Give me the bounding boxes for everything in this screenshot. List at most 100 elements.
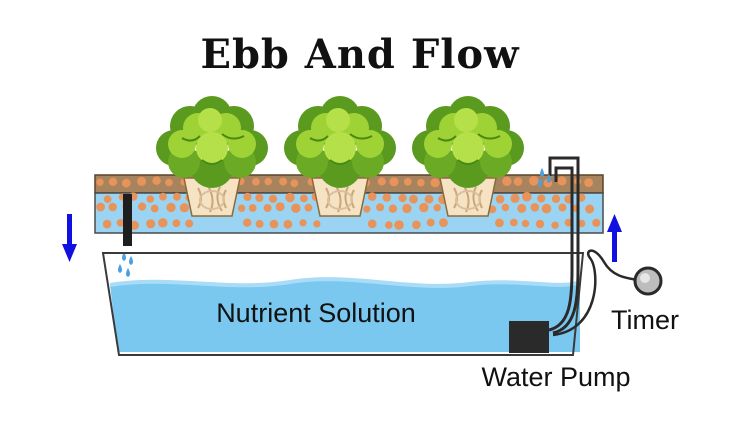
clay-pebble <box>592 218 601 227</box>
timer-icon <box>633 266 663 296</box>
clay-pebble <box>385 221 393 229</box>
clay-pebble <box>138 202 147 211</box>
clay-pebble <box>252 177 260 186</box>
clay-pebble <box>495 218 504 228</box>
clay-pebble <box>585 204 595 214</box>
clay-pebble <box>237 204 246 212</box>
nutrient-solution-label: Nutrient Solution <box>216 298 416 328</box>
clay-pebble <box>108 202 117 212</box>
clay-pebble <box>509 218 518 227</box>
clay-pebble <box>419 202 429 213</box>
clay-pebble <box>409 194 418 204</box>
clay-pebble <box>424 194 434 204</box>
clay-pebble <box>152 176 161 185</box>
clay-pebble <box>146 195 155 203</box>
clay-pebble <box>584 178 593 188</box>
clay-pebble <box>269 219 279 229</box>
clay-pebble <box>541 203 552 214</box>
clay-pebble <box>96 202 105 212</box>
clay-pebble <box>377 177 386 186</box>
clay-pebble <box>150 204 159 213</box>
clay-pebble <box>382 193 391 202</box>
clay-pebble <box>394 220 404 230</box>
water-pump-label: Water Pump <box>481 362 630 392</box>
clay-pebble <box>389 177 399 187</box>
clay-pebble <box>521 219 530 228</box>
clay-pebble <box>313 220 321 228</box>
clay-pebble <box>501 203 510 212</box>
clay-pebble <box>243 218 252 227</box>
clay-pebble <box>275 202 285 212</box>
clay-pebble <box>398 194 407 203</box>
clay-pebble <box>433 204 441 212</box>
clay-pebble <box>108 177 118 186</box>
clay-pebble <box>363 205 371 213</box>
clay-pebble <box>558 203 567 212</box>
clay-pebble <box>102 219 112 229</box>
clay-pebble <box>537 194 546 203</box>
clay-pebble <box>283 219 293 229</box>
clay-pebble <box>522 191 532 202</box>
clay-pebble <box>402 203 412 214</box>
clay-pebble <box>388 204 398 213</box>
water-pump-icon <box>509 321 549 353</box>
clay-pebble <box>165 178 173 187</box>
water-drip-icon <box>118 252 133 277</box>
clay-pebble <box>255 193 264 202</box>
clay-pebble <box>268 194 278 203</box>
clay-pebble <box>577 219 586 228</box>
clay-pebble <box>291 203 301 213</box>
clay-pebble <box>96 178 104 186</box>
clay-pebble <box>248 204 257 212</box>
clay-pebble <box>417 178 425 187</box>
clay-pebble <box>551 221 559 229</box>
clay-pebble <box>290 179 299 188</box>
clay-pebble <box>367 219 377 229</box>
clay-pebble <box>535 219 545 229</box>
clay-pebble <box>529 176 539 186</box>
clay-pebble <box>158 218 168 228</box>
clay-pebble <box>122 178 131 188</box>
clay-pebble <box>299 219 307 227</box>
drain-pipe <box>123 194 132 246</box>
clay-pebble <box>263 204 272 212</box>
clay-pebble <box>300 194 308 203</box>
clay-pebble <box>264 177 273 186</box>
clay-pebble <box>502 176 512 186</box>
clay-pebble <box>130 220 139 230</box>
down-arrow-icon <box>62 214 77 262</box>
diagram-title: Ebb And Flow <box>200 31 520 78</box>
clay-pebble <box>557 176 567 186</box>
clay-pebble <box>517 203 527 213</box>
clay-pebble <box>103 195 112 204</box>
timer-label: Timer <box>611 305 679 335</box>
clay-pebble <box>412 220 421 230</box>
clay-pebble <box>430 178 440 188</box>
clay-pebble <box>185 219 194 228</box>
clay-pebble <box>279 177 288 186</box>
clay-pebble <box>179 203 189 213</box>
clay-pebble <box>367 192 377 201</box>
clay-pebble <box>426 218 435 227</box>
clay-pebble <box>513 177 523 186</box>
clay-pebble <box>439 218 448 228</box>
clay-pebble <box>146 219 156 229</box>
clay-pebble <box>285 192 295 203</box>
clay-pebble <box>255 219 264 228</box>
clay-pebble <box>495 194 505 204</box>
clay-pebble <box>530 203 540 212</box>
up-arrow-icon <box>607 214 622 262</box>
clay-pebble <box>243 192 252 201</box>
clay-pebble <box>564 218 573 227</box>
clay-pebble <box>166 202 176 213</box>
reservoir <box>101 252 585 356</box>
clay-pebble <box>403 177 412 186</box>
clay-pebble <box>137 176 147 186</box>
clay-pebble <box>173 192 181 201</box>
clay-pebble <box>159 192 167 201</box>
clay-pebble <box>172 219 181 228</box>
clay-pebble <box>304 203 313 212</box>
clay-pebble <box>510 193 520 203</box>
supply-pipe <box>548 156 580 335</box>
